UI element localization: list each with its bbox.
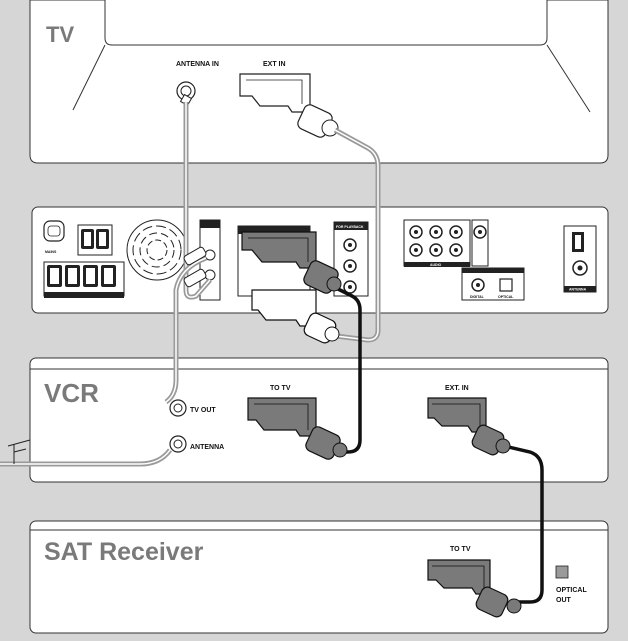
digital-label: DIGITAL (470, 295, 485, 299)
fm-am-antenna-block: ANTENNA (563, 225, 597, 293)
cable-sat-scart (499, 443, 544, 604)
sat-title: SAT Receiver (44, 538, 204, 566)
optical-out-line2: OUT (556, 597, 572, 604)
sat-to-tv-scart-plug (427, 559, 522, 618)
sat-to-tv-label: TO TV (450, 546, 471, 553)
optical-out-port (555, 565, 569, 579)
vcr-tv-out-label: TV OUT (190, 407, 216, 414)
speaker-terminals (43, 224, 125, 298)
optical-label: OPTICAL (498, 295, 514, 299)
vcr-antenna-label: ANTENNA (190, 444, 224, 451)
vcr-antenna-jack (169, 435, 187, 453)
tv-ext-in-label: EXT IN (263, 61, 286, 68)
vcr-ext-in-scart-plug (427, 397, 511, 456)
receiver-antenna-block (199, 219, 221, 301)
tv-unit: TV ANTENNA IN EXT IN (29, 0, 609, 164)
audio-label: AUDIO (430, 263, 442, 267)
sat-receiver-unit: SAT Receiver TO TV OPTICAL OUT (29, 520, 609, 634)
vcr-tv-out-jack (169, 399, 187, 417)
cable-vcr-scart (335, 286, 362, 454)
digital-in-block: DIGITAL OPTICAL (461, 267, 525, 301)
receiver-scart-plug-white (251, 289, 340, 344)
tv-antenna-in-label: ANTENNA IN (176, 61, 219, 68)
vcr-title: VCR (44, 378, 99, 408)
mains-label: MAINS (45, 250, 57, 254)
antenna-symbol (7, 439, 31, 464)
receiver-scart-plug-dark (241, 231, 342, 294)
vcr-ext-in-label: EXT. IN (445, 385, 469, 392)
vcr-to-tv-label: TO TV (270, 385, 291, 392)
tv-antenna-jack (176, 81, 196, 107)
vcr-to-tv-scart-plug (247, 397, 348, 460)
receiver-antenna-plugs (183, 246, 207, 288)
receiver-panel: MAINS (31, 206, 609, 314)
audio-inputs-block: AUDIO (403, 219, 489, 267)
tv-title: TV (46, 22, 74, 47)
for-playback-label: FOR PLAYBACK (336, 225, 364, 229)
mains-socket: MAINS (43, 220, 65, 254)
optical-out-line1: OPTICAL (556, 587, 587, 594)
fm-antenna-label: ANTENNA (569, 288, 587, 292)
tv-scart-plug (239, 73, 339, 138)
